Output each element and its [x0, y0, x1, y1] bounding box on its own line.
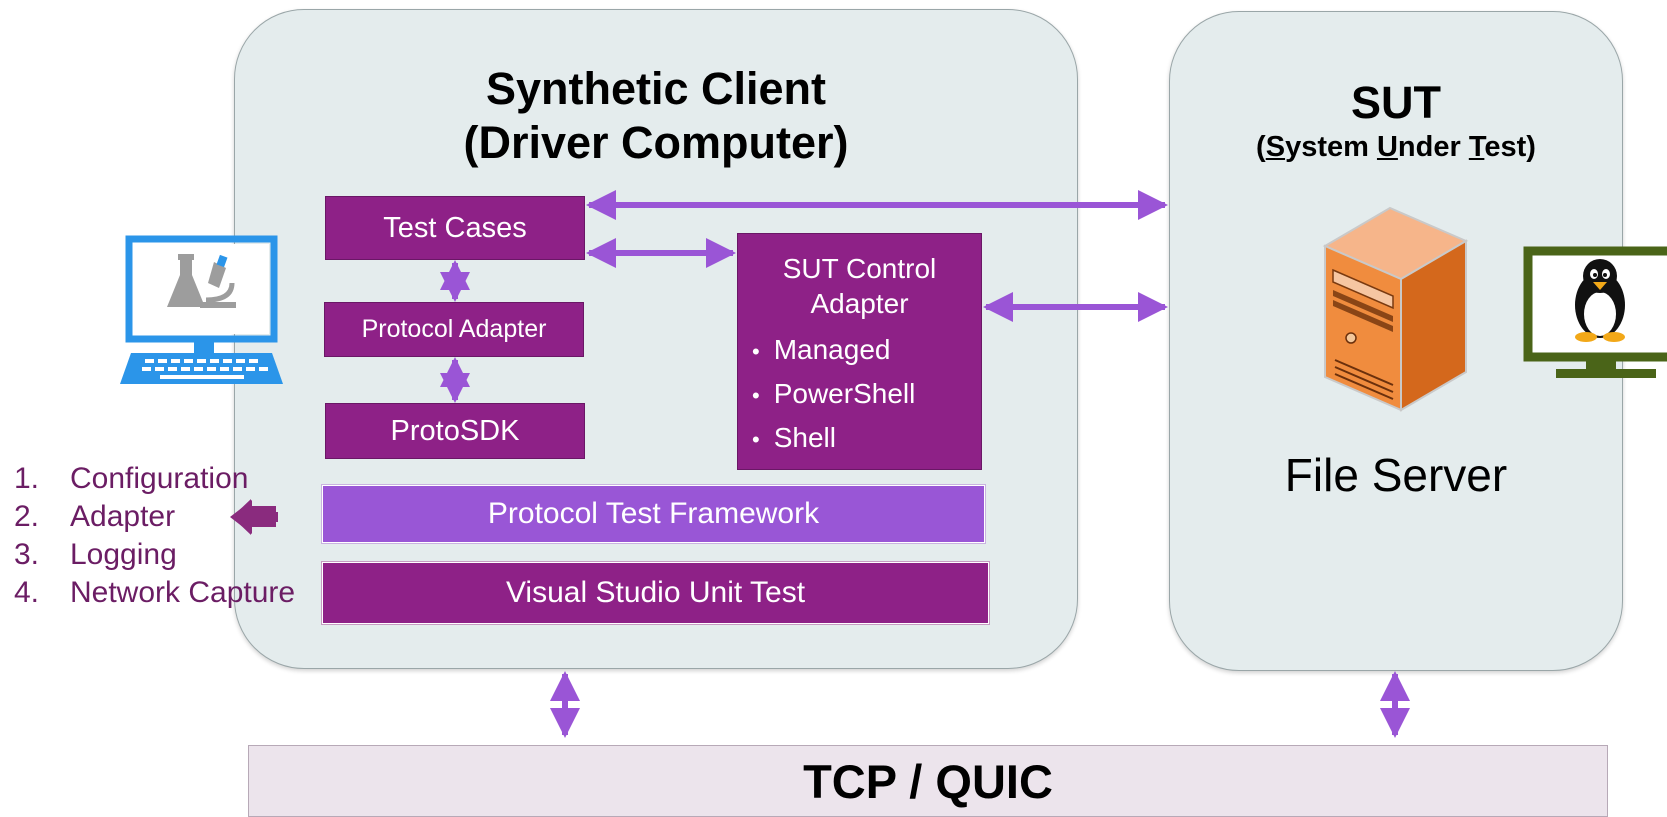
list-number: 3. [14, 538, 40, 571]
list-number: 2. [14, 500, 40, 533]
subtitle-part: est) [1484, 131, 1536, 163]
client-title-line2: (Driver Computer) [463, 117, 849, 168]
list-number: 1. [14, 462, 40, 495]
list-label: Configuration [70, 462, 249, 495]
test-cases-box: Test Cases [325, 196, 585, 260]
list-label: Logging [70, 538, 177, 571]
subtitle-part: T [1468, 131, 1485, 163]
protocol-test-framework-bar: Protocol Test Framework [322, 485, 985, 543]
list-item: Shell [752, 417, 981, 461]
protocol-adapter-box: Protocol Adapter [324, 302, 584, 357]
config-list: 1. Configuration 2. Adapter 3. Logging 4. Ne… [14, 460, 334, 612]
list-item: Managed [752, 329, 981, 373]
transport-bar: TCP / QUIC [248, 745, 1608, 817]
list-item: 3. Logging [14, 536, 334, 574]
subtitle-part: ( [1256, 131, 1266, 163]
subtitle-part: nder [1397, 131, 1469, 163]
sut-control-adapter-title: SUT Control Adapter [782, 253, 937, 319]
client-title: Synthetic Client (Driver Computer) [320, 62, 992, 170]
file-server-label: File Server [1284, 449, 1508, 501]
list-label: Network Capture [70, 576, 296, 609]
list-item: 4. Network Capture [14, 574, 334, 612]
list-label: Adapter [70, 500, 176, 533]
list-item: PowerShell [752, 373, 981, 417]
sut-subtitle: (System Under Test) [1169, 130, 1623, 165]
sut-control-adapter-box: SUT Control Adapter Managed PowerShell S… [737, 233, 982, 470]
protosdk-box: ProtoSDK [325, 403, 585, 459]
list-number: 4. [14, 576, 40, 609]
list-item: 1. Configuration [14, 460, 334, 498]
subtitle-part: U [1376, 131, 1398, 163]
subtitle-part: S [1265, 131, 1286, 163]
sut-title: SUT [1351, 77, 1441, 128]
subtitle-part: ystem [1285, 131, 1377, 163]
client-title-line1: Synthetic Client [485, 63, 827, 114]
list-item: 2. Adapter [14, 498, 334, 536]
visual-studio-unit-test-bar: Visual Studio Unit Test [322, 562, 989, 624]
sut-control-adapter-list: Managed PowerShell Shell [738, 329, 981, 461]
